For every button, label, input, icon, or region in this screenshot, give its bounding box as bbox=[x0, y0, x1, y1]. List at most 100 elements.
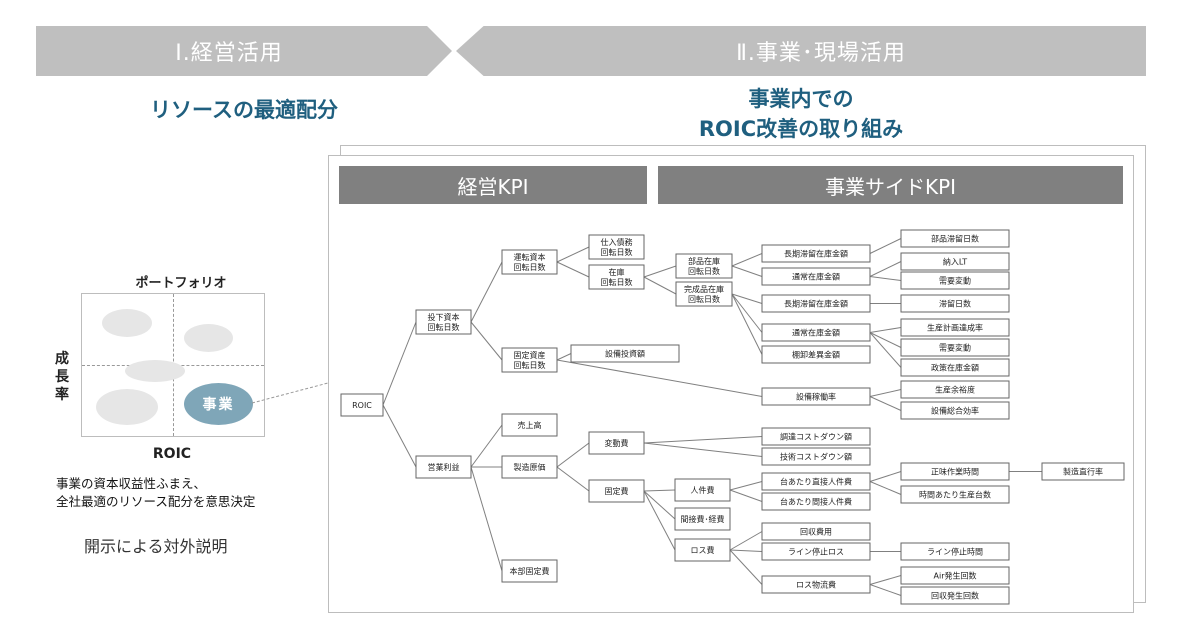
x-axis-label: ROIC bbox=[152, 446, 192, 462]
tree-node-box bbox=[900, 338, 1010, 357]
portfolio-title: ポートフォリオ bbox=[135, 276, 227, 291]
tree-node-box bbox=[761, 472, 871, 491]
tree-node-label: 設備稼働率 bbox=[796, 392, 836, 402]
tree-edge-lt_stock1-parts_days bbox=[869, 238, 902, 254]
tree-edge-cogs-variable bbox=[556, 442, 590, 468]
tree-node-label: 仕入債務 bbox=[601, 237, 633, 247]
tree-node-box bbox=[900, 229, 1010, 248]
tree-node-delivery_lt: 納入LT bbox=[900, 252, 1010, 271]
tree-node-label: 完成品在庫 bbox=[684, 284, 724, 294]
tree-node-label: 棚卸差異金額 bbox=[792, 350, 840, 360]
portfolio-bubble bbox=[125, 360, 185, 382]
portfolio-bubble bbox=[102, 309, 152, 337]
tree-node-box bbox=[501, 559, 558, 583]
tree-node-label: 時間あたり生産台数 bbox=[919, 490, 991, 500]
tree-node-box bbox=[900, 586, 1010, 605]
tree-node-label: 回転日数 bbox=[514, 262, 546, 272]
tree-node-label: 製造直行率 bbox=[1063, 467, 1103, 477]
tree-edge-invested-fixed_asset bbox=[470, 321, 503, 361]
tree-edge-fixed_cost-overhead bbox=[643, 490, 676, 520]
tree-node-box bbox=[900, 401, 1010, 420]
tree-node-box bbox=[588, 264, 645, 290]
tree-node-line_stop_loss: ライン停止ロス bbox=[761, 542, 871, 561]
tree-node-recovery_cost: 回収費用 bbox=[761, 522, 871, 541]
portfolio-bubble bbox=[96, 389, 158, 425]
kpi-header-business: 事業サイドKPI bbox=[658, 166, 1123, 204]
tree-node-box bbox=[761, 323, 871, 342]
heading-roic-improvement: 事業内での ROIC改善の取り組み bbox=[456, 84, 1146, 144]
tree-node-direct_labor: 台あたり直接人件費 bbox=[761, 472, 871, 491]
tree-node-recall_count: 回収発生回数 bbox=[900, 586, 1010, 605]
tree-node-box bbox=[761, 492, 871, 511]
tree-node-box bbox=[415, 309, 472, 335]
tree-edge-wc-payables bbox=[556, 246, 590, 263]
tree-node-fixed_cost: 固定費 bbox=[588, 479, 645, 503]
tree-node-box bbox=[588, 479, 645, 503]
tree-node-box bbox=[761, 542, 871, 561]
tree-node-line_stop_time: ライン停止時間 bbox=[900, 542, 1010, 561]
tree-node-net_work_time: 正味作業時間 bbox=[900, 462, 1010, 481]
tree-node-cogs: 製造原価 bbox=[501, 455, 558, 479]
tree-node-units_per_hour: 時間あたり生産台数 bbox=[900, 485, 1010, 504]
tree-edge-utilization-oee bbox=[869, 396, 902, 411]
tree-edge-fixed_cost-loss bbox=[643, 490, 676, 551]
tree-node-label: ROIC bbox=[352, 401, 372, 410]
tree-node-label: 需要変動 bbox=[939, 343, 971, 353]
tree-node-label: 技術コストダウン額 bbox=[780, 452, 852, 462]
tree-edge-direct_labor-units_per_hour bbox=[869, 481, 902, 495]
tree-node-label: 間接費･経費 bbox=[681, 514, 725, 524]
tree-node-box bbox=[588, 431, 645, 455]
tree-node-label: 回転日数 bbox=[428, 322, 460, 332]
y-axis-label: 成長率 bbox=[52, 350, 72, 404]
tree-node-box bbox=[761, 267, 871, 286]
tree-edge-normal_stock2-demand2 bbox=[869, 332, 902, 348]
tree-node-label: 回転日数 bbox=[688, 294, 720, 304]
tree-node-label: 固定費 bbox=[605, 486, 629, 496]
tree-node-normal_stock2: 通常在庫金額 bbox=[761, 323, 871, 342]
tree-edge-loss-loss_logistics bbox=[729, 549, 763, 585]
tree-node-box bbox=[1041, 462, 1125, 481]
tree-node-label: 運転資本 bbox=[514, 252, 546, 262]
tree-node-parts_days: 部品滞留日数 bbox=[900, 229, 1010, 248]
tree-node-label: 正味作業時間 bbox=[931, 467, 979, 477]
portfolio-description: 事業の資本収益性ふまえ、 全社最適のリソース配分を意思決定 bbox=[56, 475, 255, 511]
tree-node-oprofit: 営業利益 bbox=[415, 455, 472, 479]
tree-node-demand2: 需要変動 bbox=[900, 338, 1010, 357]
tree-node-label: ライン停止時間 bbox=[927, 547, 983, 557]
tree-node-box bbox=[674, 507, 731, 531]
tree-node-label: 在庫 bbox=[609, 267, 625, 277]
tree-node-box bbox=[340, 393, 384, 417]
tree-node-label: ロス物流費 bbox=[796, 580, 836, 590]
tree-node-label: Air発生回数 bbox=[934, 571, 977, 581]
kpi-header-management: 経営KPI bbox=[339, 166, 647, 204]
tree-node-label: 部品滞留日数 bbox=[931, 234, 979, 244]
tree-edge-roic-oprofit bbox=[382, 404, 417, 468]
tree-node-label: 長期滞留在庫金額 bbox=[784, 299, 848, 309]
tree-node-lt_stock1: 長期滞留在庫金額 bbox=[761, 244, 871, 263]
tree-edge-fg_inv-normal_stock2 bbox=[731, 293, 763, 333]
tree-node-box bbox=[501, 413, 558, 437]
tree-node-label: 需要変動 bbox=[939, 276, 971, 286]
tree-node-box bbox=[501, 249, 558, 275]
tree-node-label: 営業利益 bbox=[428, 462, 460, 472]
tree-node-plan_rate: 生産計画達成率 bbox=[900, 318, 1010, 337]
tree-node-loss: ロス費 bbox=[674, 538, 731, 562]
tree-node-hq_fixed: 本部固定費 bbox=[501, 559, 558, 583]
section-banner-business: Ⅱ.事業･現場活用 bbox=[456, 26, 1146, 76]
tree-node-label: 回転日数 bbox=[688, 266, 720, 276]
tree-node-tech_cd: 技術コストダウン額 bbox=[761, 447, 871, 466]
tree-node-capex: 設備投資額 bbox=[570, 344, 680, 363]
disclosure-text: 開示による対外説明 bbox=[84, 537, 228, 556]
tree-edge-direct_labor-net_work_time bbox=[869, 471, 902, 482]
tree-node-box bbox=[900, 271, 1010, 290]
tree-node-box bbox=[415, 455, 472, 479]
tree-node-label: 生産余裕度 bbox=[935, 385, 975, 395]
tree-edge-normal_stock2-policy_stock bbox=[869, 332, 902, 368]
tree-node-label: 回転日数 bbox=[601, 247, 633, 257]
tree-node-first_pass: 製造直行率 bbox=[1041, 462, 1125, 481]
tree-node-labor: 人件費 bbox=[674, 478, 731, 502]
